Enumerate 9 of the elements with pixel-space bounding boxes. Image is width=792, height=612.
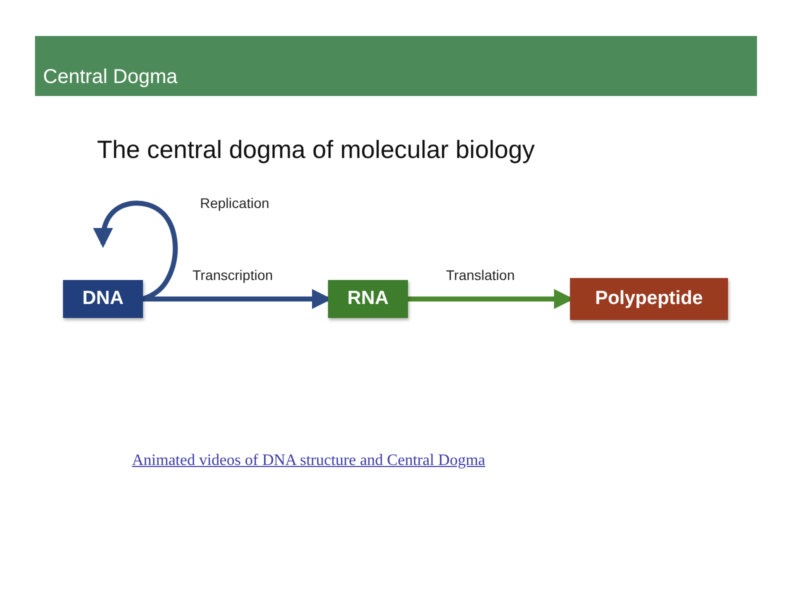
edge-label: Replication: [198, 195, 272, 211]
process-box: DNA: [63, 280, 143, 318]
title: Central Dogma: [43, 66, 178, 89]
link: Animated videos of DNA structure and Central Dogma: [132, 452, 486, 470]
subtitle: The central dogma of molecular biology: [97, 136, 535, 165]
edge-label: Translation: [444, 267, 517, 283]
process-box: Polypeptide: [570, 278, 728, 320]
process-box: RNA: [328, 280, 408, 318]
edge-label: Transcription: [190, 267, 275, 283]
